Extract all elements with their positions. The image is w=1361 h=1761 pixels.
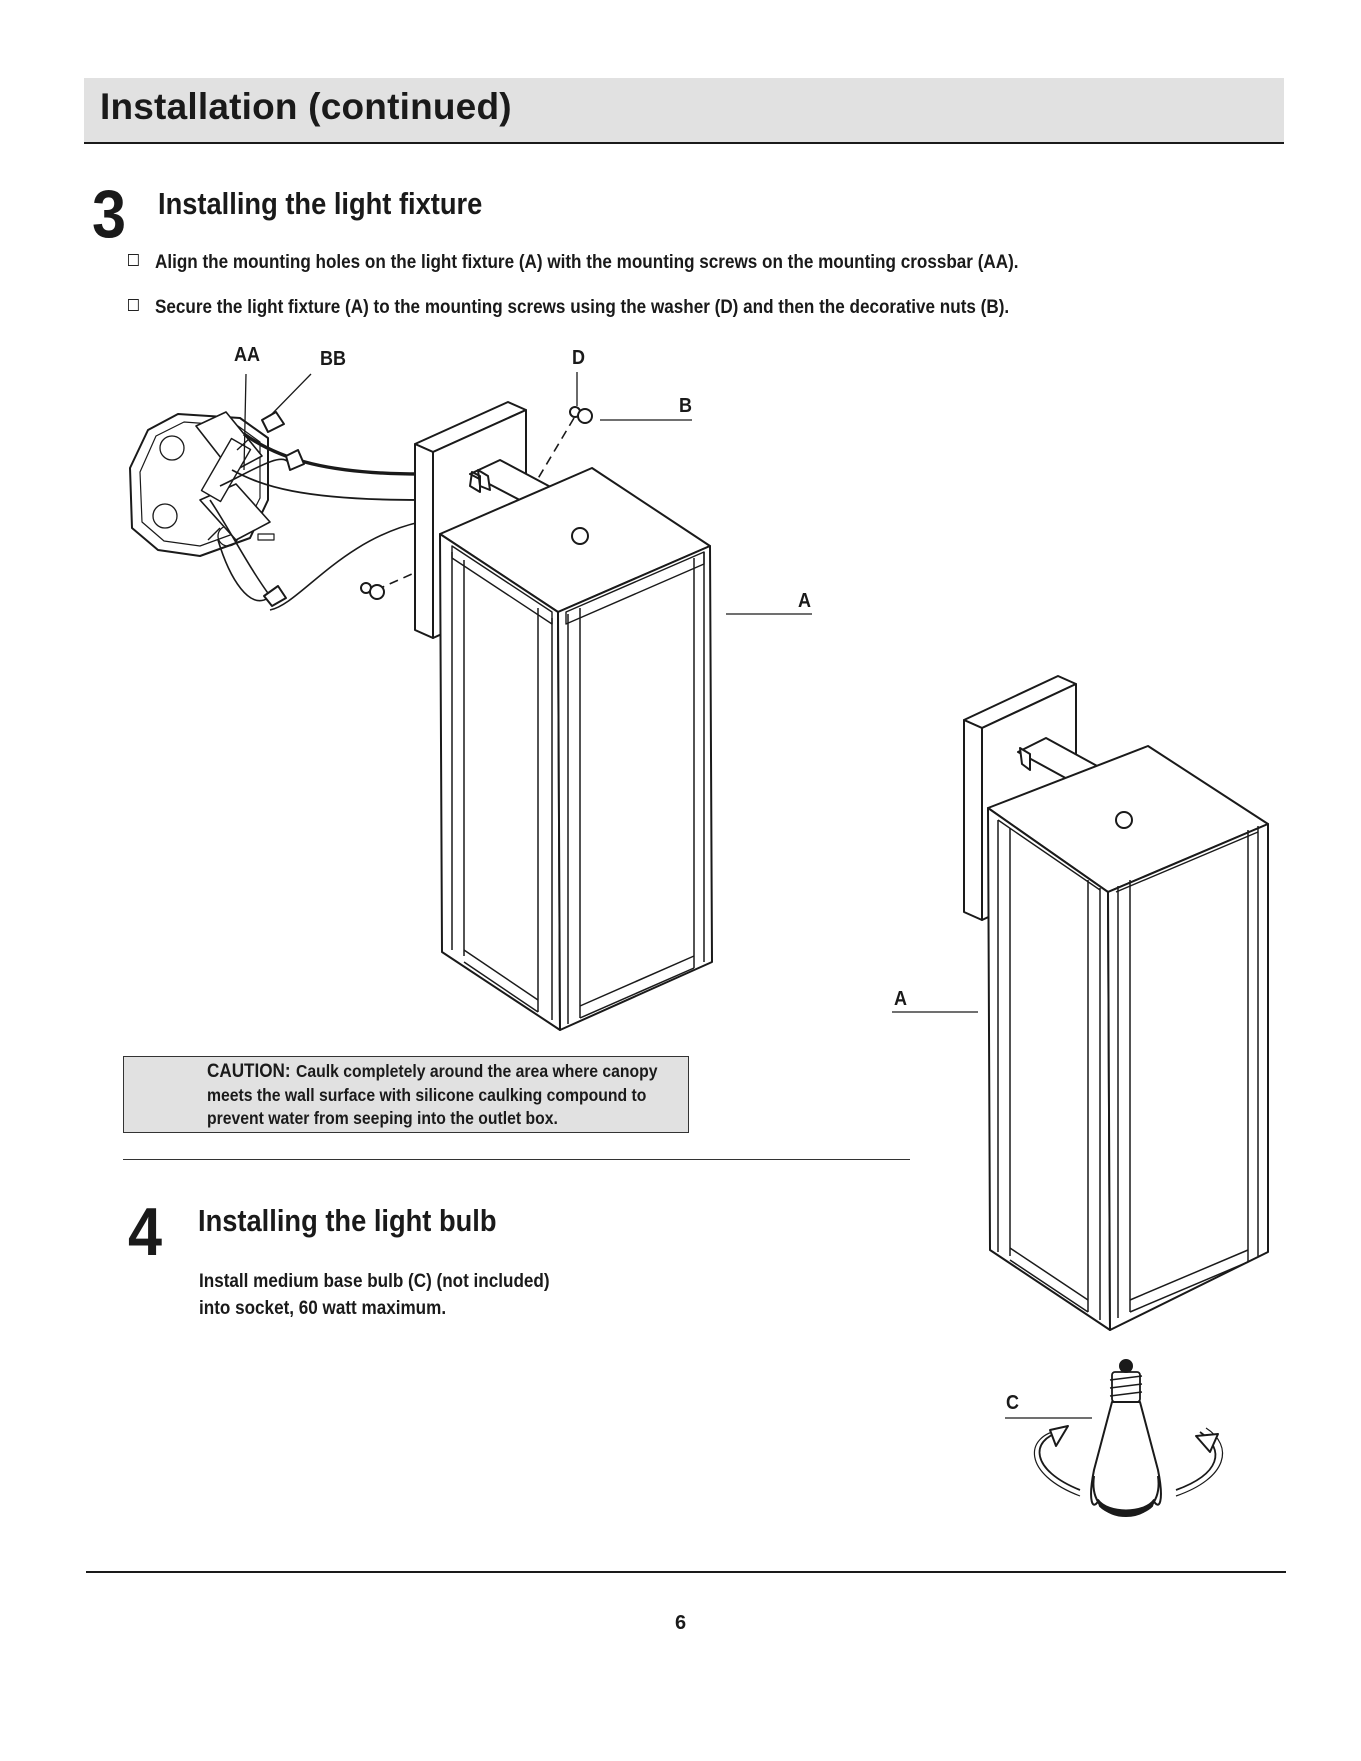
- step-3-title: Installing the light fixture: [158, 186, 483, 221]
- step-4-instructions: Install medium base bulb (C) (not includ…: [199, 1268, 550, 1322]
- label-d-washer: D: [572, 347, 586, 369]
- label-b-decorative-nut: B: [679, 395, 693, 417]
- caution-line-3: prevent water from seeping into the outl…: [207, 1108, 558, 1128]
- caution-text: CAUTION:Caulk completely around the area…: [207, 1060, 693, 1131]
- step-3-bullet-1: Align the mounting holes on the light fi…: [128, 252, 1019, 274]
- step-4-number: 4: [128, 1194, 163, 1270]
- checkbox-icon: [128, 299, 139, 311]
- page-title: Installation (continued): [100, 86, 512, 127]
- label-bb-wire-connector: BB: [320, 348, 347, 370]
- step-4-title: Installing the light bulb: [198, 1203, 497, 1238]
- light-bulb-illustration: [1033, 1359, 1224, 1517]
- label-a-light-fixture-2: A: [894, 988, 908, 1010]
- caution-heading: CAUTION:: [207, 1061, 291, 1082]
- footer-rule: [86, 1571, 1286, 1573]
- caution-line-2: meets the wall surface with silicone cau…: [207, 1084, 647, 1105]
- outlet-box-illustration: [129, 411, 275, 557]
- checkbox-icon: [128, 254, 139, 266]
- wire-nut-icons: [261, 411, 305, 607]
- page-number: 6: [674, 1612, 687, 1634]
- label-c-light-bulb: C: [1006, 1392, 1020, 1414]
- caution-box: [123, 1056, 689, 1133]
- wires-illustration: [209, 432, 421, 611]
- light-fixture-small-illustration: [963, 675, 1269, 1331]
- decorative-nut-icons: [360, 406, 593, 600]
- caution-line-1: Caulk completely around the area where c…: [296, 1061, 658, 1081]
- label-aa-mounting-crossbar: AA: [234, 344, 261, 366]
- label-a-light-fixture: A: [798, 590, 812, 612]
- step-4-line-2: into socket, 60 watt maximum.: [199, 1298, 447, 1319]
- step-3-number: 3: [92, 176, 127, 252]
- step-3-bullet-2-text: Secure the light fixture (A) to the moun…: [155, 297, 1010, 318]
- step-3-bullet-2: Secure the light fixture (A) to the moun…: [128, 297, 1009, 319]
- light-fixture-large-illustration: [414, 401, 713, 1031]
- header-bar: [84, 78, 1284, 144]
- section-divider: [123, 1159, 910, 1160]
- step-4-line-1: Install medium base bulb (C) (not includ…: [199, 1271, 550, 1292]
- step-3-bullet-1-text: Align the mounting holes on the light fi…: [155, 252, 1019, 273]
